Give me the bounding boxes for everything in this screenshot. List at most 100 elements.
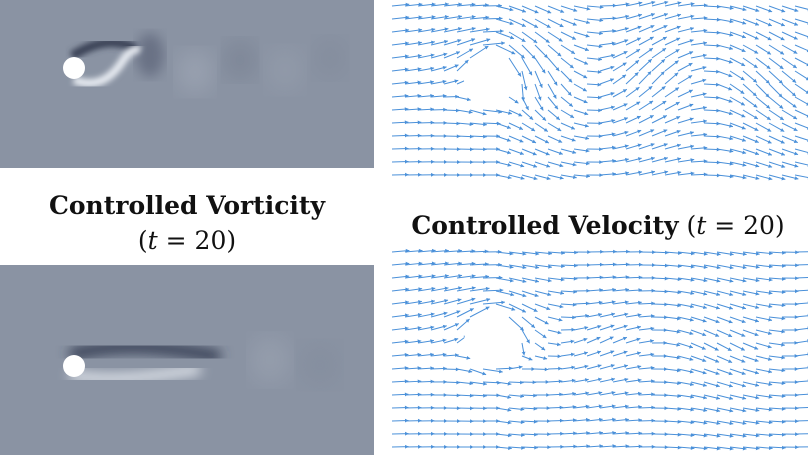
velocity-arrowhead bbox=[471, 15, 476, 19]
velocity-arrowhead bbox=[558, 151, 563, 155]
velocity-arrowhead bbox=[702, 383, 707, 387]
velocity-arrowhead bbox=[471, 274, 476, 279]
velocity-arrowhead bbox=[486, 297, 491, 302]
velocity-arrowhead bbox=[554, 105, 559, 110]
velocity-arrowhead bbox=[532, 151, 537, 156]
velocity-arrowhead bbox=[539, 106, 544, 111]
velocity-arrowhead bbox=[520, 407, 525, 412]
velocity-arrowhead bbox=[637, 129, 642, 134]
velocity-arrowhead bbox=[650, 129, 655, 133]
velocity-arrowhead bbox=[689, 131, 694, 135]
velocity-arrowhead bbox=[430, 325, 435, 330]
velocity-arrowhead bbox=[553, 81, 558, 86]
velocity-arrowhead bbox=[548, 264, 552, 269]
velocity-arrowhead bbox=[507, 433, 512, 438]
velocity-arrowhead bbox=[506, 125, 511, 129]
velocity-arrowhead bbox=[650, 365, 655, 370]
velocity-arrowhead bbox=[755, 420, 760, 425]
velocity-arrowhead bbox=[574, 263, 578, 268]
velocity-arrowhead bbox=[754, 358, 759, 362]
velocity-arrowhead bbox=[702, 318, 707, 323]
velocity-arrowhead bbox=[766, 65, 771, 69]
velocity-arrowhead bbox=[572, 302, 577, 307]
velocity-arrow bbox=[794, 315, 808, 318]
velocity-arrowhead bbox=[583, 99, 588, 104]
velocity-arrowhead bbox=[765, 93, 770, 98]
velocity-arrowhead bbox=[455, 51, 460, 55]
velocity-arrowhead bbox=[729, 265, 734, 270]
velocity-arrow bbox=[794, 161, 808, 166]
velocity-arrowhead bbox=[568, 78, 573, 83]
velocity-arrowhead bbox=[636, 101, 641, 106]
velocity-arrowhead bbox=[532, 380, 537, 385]
velocity-arrowhead bbox=[729, 421, 734, 426]
velocity-arrowhead bbox=[507, 381, 512, 386]
velocity-arrowhead bbox=[442, 65, 447, 70]
velocity-arrowhead bbox=[624, 312, 629, 317]
velocity-arrowhead bbox=[794, 8, 799, 13]
velocity-arrowhead bbox=[585, 391, 590, 396]
velocity-arrowhead bbox=[533, 176, 538, 181]
velocity-arrowhead bbox=[675, 102, 680, 106]
velocity-arrowhead bbox=[638, 1, 643, 6]
velocity-arrowhead bbox=[599, 444, 604, 448]
velocity-arrowhead bbox=[676, 129, 681, 134]
velocity-arrowhead bbox=[534, 432, 538, 437]
velocity-arrowhead bbox=[690, 2, 695, 6]
velocity-arrowhead bbox=[542, 116, 546, 121]
velocity-arrowhead bbox=[662, 36, 667, 41]
velocity-arrowhead bbox=[676, 25, 681, 30]
velocity-arrowhead bbox=[598, 391, 603, 395]
velocity-arrowhead bbox=[703, 41, 707, 46]
velocity-arrowhead bbox=[690, 14, 695, 19]
velocity-arrowhead bbox=[690, 264, 695, 269]
velocity-arrowhead bbox=[572, 315, 576, 320]
velocity-arrowhead bbox=[768, 317, 773, 322]
velocity-arrowhead bbox=[559, 23, 564, 27]
velocity-arrowhead bbox=[535, 265, 540, 270]
velocity-arrowhead bbox=[689, 331, 694, 336]
velocity-arrowhead bbox=[741, 34, 746, 39]
velocity-arrowhead bbox=[690, 277, 695, 282]
velocity-arrow bbox=[794, 277, 808, 279]
velocity-arrowhead bbox=[571, 327, 576, 332]
velocity-arrowhead bbox=[431, 15, 436, 19]
velocity-arrowhead bbox=[742, 7, 747, 12]
velocity-arrowhead bbox=[780, 140, 785, 144]
velocity-arrowhead bbox=[651, 0, 656, 5]
velocity-arrowhead bbox=[728, 371, 733, 376]
velocity-arrowhead bbox=[623, 324, 628, 329]
velocity-arrowhead bbox=[585, 161, 590, 166]
velocity-arrowhead bbox=[611, 404, 616, 409]
velocity-arrowhead bbox=[625, 157, 629, 162]
velocity-arrowhead bbox=[703, 119, 707, 124]
velocity-field-top bbox=[388, 0, 808, 188]
velocity-arrowhead bbox=[767, 357, 772, 361]
velocity-arrowhead bbox=[754, 50, 759, 54]
velocity-arrowhead bbox=[635, 60, 639, 64]
velocity-arrowhead bbox=[444, 274, 449, 278]
velocity-arrowhead bbox=[794, 163, 799, 168]
velocity-arrowhead bbox=[648, 48, 653, 52]
velocity-arrowhead bbox=[742, 265, 747, 270]
velocity-arrowhead bbox=[567, 91, 572, 96]
velocity-arrowhead bbox=[650, 326, 655, 331]
velocity-arrow bbox=[794, 44, 808, 52]
velocity-arrowhead bbox=[677, 407, 682, 411]
velocity-arrowhead bbox=[572, 150, 577, 154]
velocity-arrowhead bbox=[499, 29, 504, 34]
velocity-arrowhead bbox=[766, 50, 771, 55]
velocity-arrowhead bbox=[663, 143, 668, 147]
velocity-arrow bbox=[794, 31, 808, 38]
velocity-arrowhead bbox=[611, 132, 616, 137]
velocity-arrowhead bbox=[792, 64, 797, 68]
velocity-time-var: t bbox=[696, 211, 707, 240]
velocity-arrowhead bbox=[547, 292, 552, 297]
velocity-arrowhead bbox=[468, 48, 473, 53]
velocity-arrowhead bbox=[558, 37, 563, 42]
velocity-arrowhead bbox=[520, 380, 524, 385]
velocity-arrowhead bbox=[531, 367, 535, 371]
velocity-arrowhead bbox=[571, 365, 576, 370]
velocity-arrowhead bbox=[520, 54, 525, 59]
velocity-arrowhead bbox=[586, 444, 590, 449]
